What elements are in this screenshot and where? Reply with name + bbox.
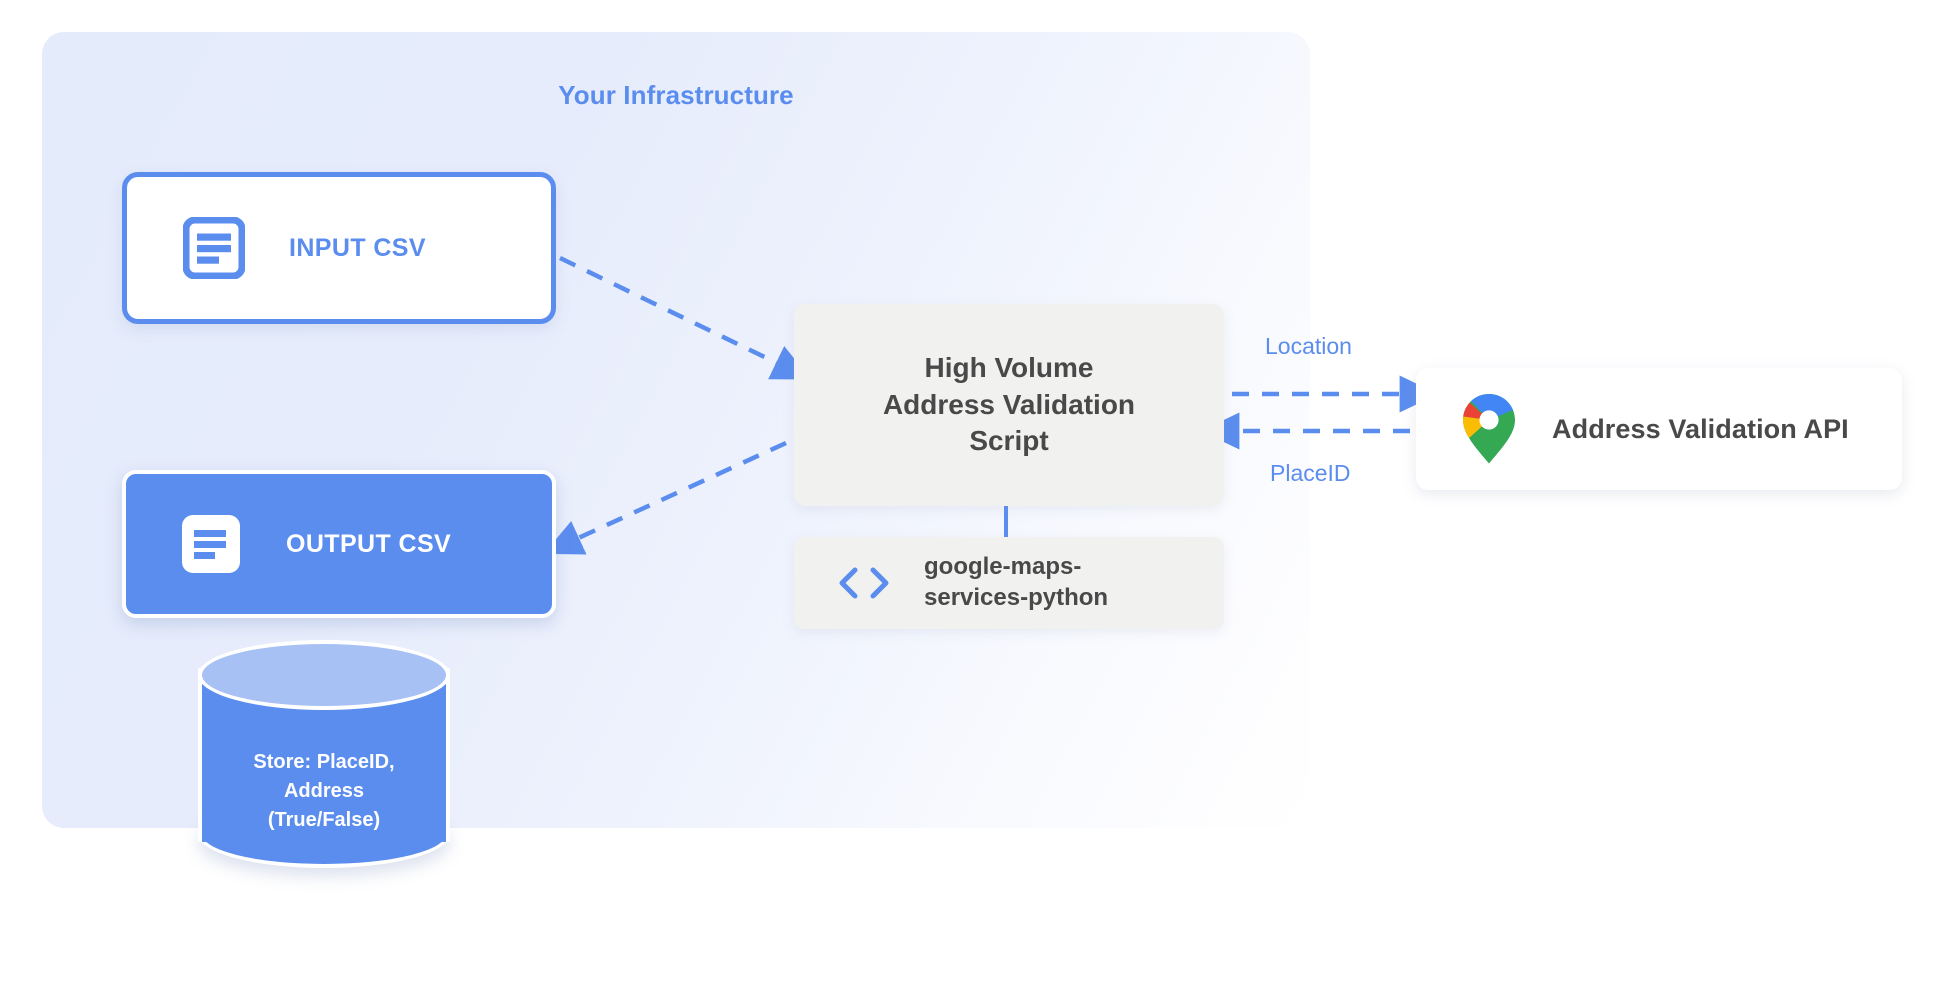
script-library-connector xyxy=(1004,506,1008,538)
output-csv-node[interactable]: OUTPUT CSV xyxy=(122,470,556,618)
library-line-1: google-maps- xyxy=(924,553,1082,581)
script-line-2: Address Validation xyxy=(882,388,1136,420)
script-node[interactable]: High Volume Address Validation Script xyxy=(794,304,1224,506)
document-icon xyxy=(183,217,245,279)
google-maps-pin-icon xyxy=(1463,394,1515,464)
api-label: Address Validation API xyxy=(1552,413,1849,444)
code-brackets-icon xyxy=(839,567,889,599)
address-validation-api-node[interactable]: Address Validation API xyxy=(1416,368,1902,490)
library-label-wrap: google-maps- services-python xyxy=(924,552,1108,613)
script-line-3: Script xyxy=(969,425,1049,457)
edge-label-location: Location xyxy=(1265,333,1352,359)
script-line-1: High Volume xyxy=(924,351,1094,383)
input-csv-label: INPUT CSV xyxy=(289,233,426,262)
database-top-ellipse xyxy=(198,640,450,710)
database-node[interactable]: Store: PlaceID, Address (True/False) xyxy=(198,640,450,870)
edge-label-placeid: PlaceID xyxy=(1270,460,1351,486)
output-csv-label: OUTPUT CSV xyxy=(286,529,452,558)
document-icon xyxy=(182,515,240,573)
database-label: Store: PlaceID, Address (True/False) xyxy=(253,751,395,832)
input-csv-node[interactable]: INPUT CSV xyxy=(122,172,556,324)
library-line-2: services-python xyxy=(924,584,1109,611)
panel-title: Your Infrastructure xyxy=(558,80,794,110)
library-node[interactable]: google-maps- services-python xyxy=(794,537,1224,629)
